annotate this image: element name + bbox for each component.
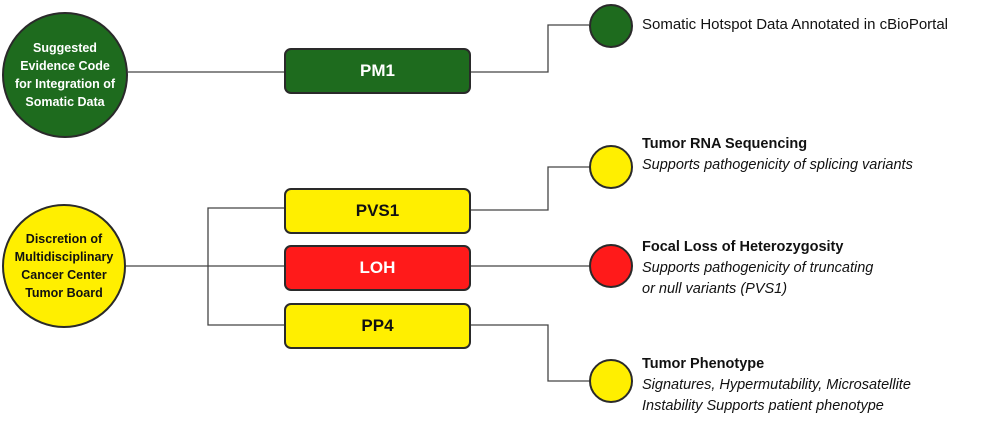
tumor-phenotype-description: Signatures, Hypermutability, Microsatell…	[642, 377, 911, 414]
focal-loh-annotation: Focal Loss of Heterozygosity Supports pa…	[642, 237, 873, 300]
hotspot-annotation-text: Somatic Hotspot Data Annotated in cBioPo…	[642, 16, 949, 33]
connector-pp4-to-phenotype	[471, 324, 589, 382]
somatic-evidence-label: Suggested Evidence Code for Integration …	[15, 41, 115, 109]
tumor-phenotype-dot	[589, 359, 633, 403]
code-box-pvs1: PVS1	[284, 188, 471, 234]
hotspot-dot	[589, 4, 633, 48]
tumor-phenotype-title: Tumor Phenotype	[642, 356, 765, 372]
somatic-evidence-circle: Suggested Evidence Code for Integration …	[2, 12, 128, 138]
rna-sequencing-title: Tumor RNA Sequencing	[642, 136, 808, 152]
focal-loh-description: Supports pathogenicity of truncating or …	[642, 260, 874, 297]
focal-loh-dot	[589, 244, 633, 288]
rna-sequencing-annotation: Tumor RNA Sequencing Supports pathogenic…	[642, 134, 913, 176]
connector-pm1-to-hotspot	[471, 24, 589, 73]
connector-bracket	[207, 207, 284, 326]
rna-sequencing-description: Supports pathogenicity of splicing varia…	[642, 157, 913, 173]
hotspot-annotation: Somatic Hotspot Data Annotated in cBioPo…	[642, 14, 948, 35]
code-box-loh: LOH	[284, 245, 471, 291]
focal-loh-title: Focal Loss of Heterozygosity	[642, 239, 844, 255]
tumor-board-circle: Discretion of Multidisciplinary Cancer C…	[2, 204, 126, 328]
code-box-pm1: PM1	[284, 48, 471, 94]
rna-sequencing-dot	[589, 145, 633, 189]
tumor-board-label: Discretion of Multidisciplinary Cancer C…	[14, 232, 114, 300]
code-box-pp4: PP4	[284, 303, 471, 349]
tumor-phenotype-annotation: Tumor Phenotype Signatures, Hypermutabil…	[642, 354, 911, 417]
connector-pvs1-to-rna	[471, 166, 589, 211]
